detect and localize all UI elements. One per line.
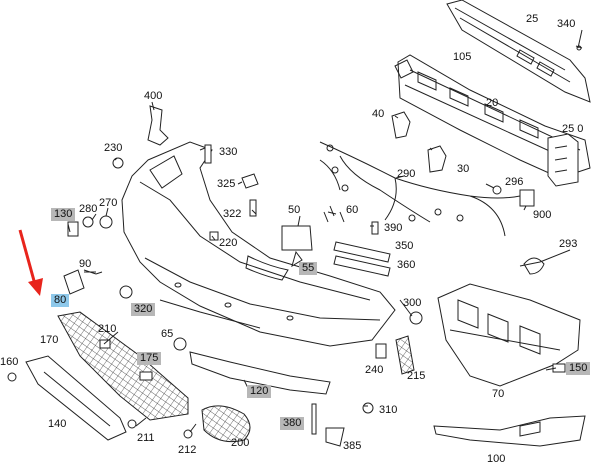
callout-175: 175 (137, 352, 162, 365)
callout-105: 105 (453, 51, 472, 63)
screw-310 (362, 402, 374, 414)
callout-230: 230 (104, 142, 123, 154)
cover-80 (63, 269, 85, 295)
callout-55: 55 (299, 262, 318, 275)
sensor-900 (519, 189, 535, 207)
red-arrow-icon (18, 229, 43, 296)
strip-360 (333, 255, 391, 277)
screw-340 (575, 29, 583, 49)
callout-360: 360 (397, 259, 416, 271)
callout-240: 240 (365, 364, 384, 376)
clip-240 (375, 343, 387, 359)
clip-150 (552, 363, 566, 373)
clip-175 (139, 371, 153, 381)
grille-170 (57, 311, 189, 421)
cable-tie-293 (523, 249, 571, 275)
callout-70: 70 (492, 388, 505, 400)
callout-330: 330 (219, 146, 238, 158)
callout-320: 320 (131, 303, 156, 316)
callout-310: 310 (379, 404, 398, 416)
bumper-cover (121, 141, 396, 347)
callout-100: 100 (487, 453, 506, 465)
callout-385: 385 (343, 440, 362, 452)
callout-400: 400 (144, 90, 163, 102)
callout-212: 212 (178, 444, 197, 456)
callout-380: 380 (280, 417, 305, 430)
callout-20: 20 (486, 97, 499, 109)
callout-150: 150 (566, 362, 591, 375)
screw-160 (7, 372, 17, 382)
callout-290: 290 (397, 168, 416, 180)
callout-160: 160 (0, 356, 19, 368)
callout-60: 60 (346, 204, 359, 216)
trim-strip-120 (189, 351, 331, 395)
screw-230 (112, 157, 124, 169)
grille-215 (395, 335, 415, 375)
callout-350: 350 (395, 240, 414, 252)
callout-280: 280 (79, 203, 98, 215)
callout-390: 390 (384, 222, 403, 234)
callout-300: 300 (403, 297, 422, 309)
clip-325 (241, 173, 259, 189)
strip-350 (333, 241, 391, 263)
callout-200: 200 (231, 437, 250, 449)
callout-900: 900 (533, 209, 552, 221)
bracket-30 (427, 145, 447, 173)
callout-270: 270 (99, 197, 118, 209)
clip-280 (67, 221, 79, 237)
nut-300 (409, 311, 423, 325)
callout-50: 50 (288, 204, 301, 216)
nut-220 (209, 231, 219, 241)
callout-215: 215 (407, 370, 426, 382)
callout-90: 90 (79, 258, 92, 270)
callout-25: 25 (526, 13, 539, 25)
clip-55 (291, 250, 303, 268)
callout-65: 65 (161, 328, 174, 340)
bracket-70 (437, 283, 581, 387)
callout-130: 130 (51, 208, 76, 221)
callout-220: 220 (219, 237, 238, 249)
nut-320 (119, 285, 133, 299)
callout-170: 170 (40, 334, 59, 346)
callout-293: 293 (559, 238, 578, 250)
screw-330 (204, 144, 212, 164)
callout-211: 211 (137, 432, 155, 444)
bracket-40 (391, 111, 411, 139)
callout-250: 25 0 (562, 123, 584, 135)
callout-40: 40 (372, 108, 385, 120)
clip-210 (99, 339, 111, 349)
bracket-50 (281, 225, 313, 251)
side-bracket-250 (547, 133, 579, 187)
clip-296 (492, 185, 502, 195)
callout-340: 340 (557, 18, 576, 30)
fog-grille-200 (201, 405, 251, 443)
bumper-reinforcement-25 (446, 0, 591, 103)
callout-140: 140 (48, 418, 67, 430)
bracket-400 (147, 105, 169, 146)
callout-296: 296 (505, 176, 524, 188)
spoiler-100 (433, 415, 586, 447)
nut-65 (173, 337, 187, 351)
screw-211 (127, 419, 137, 429)
rivet-380 (311, 403, 317, 435)
sensor-390 (371, 221, 379, 235)
wiring-harness-290 (319, 141, 521, 237)
callout-80: 80 (51, 294, 70, 307)
clip-385 (325, 427, 345, 447)
callout-30: 30 (457, 163, 470, 175)
callout-322: 322 (223, 208, 242, 220)
callout-120: 120 (247, 385, 272, 398)
callout-210: 210 (98, 323, 117, 335)
callout-325: 325 (217, 178, 236, 190)
nut-270 (99, 215, 113, 229)
